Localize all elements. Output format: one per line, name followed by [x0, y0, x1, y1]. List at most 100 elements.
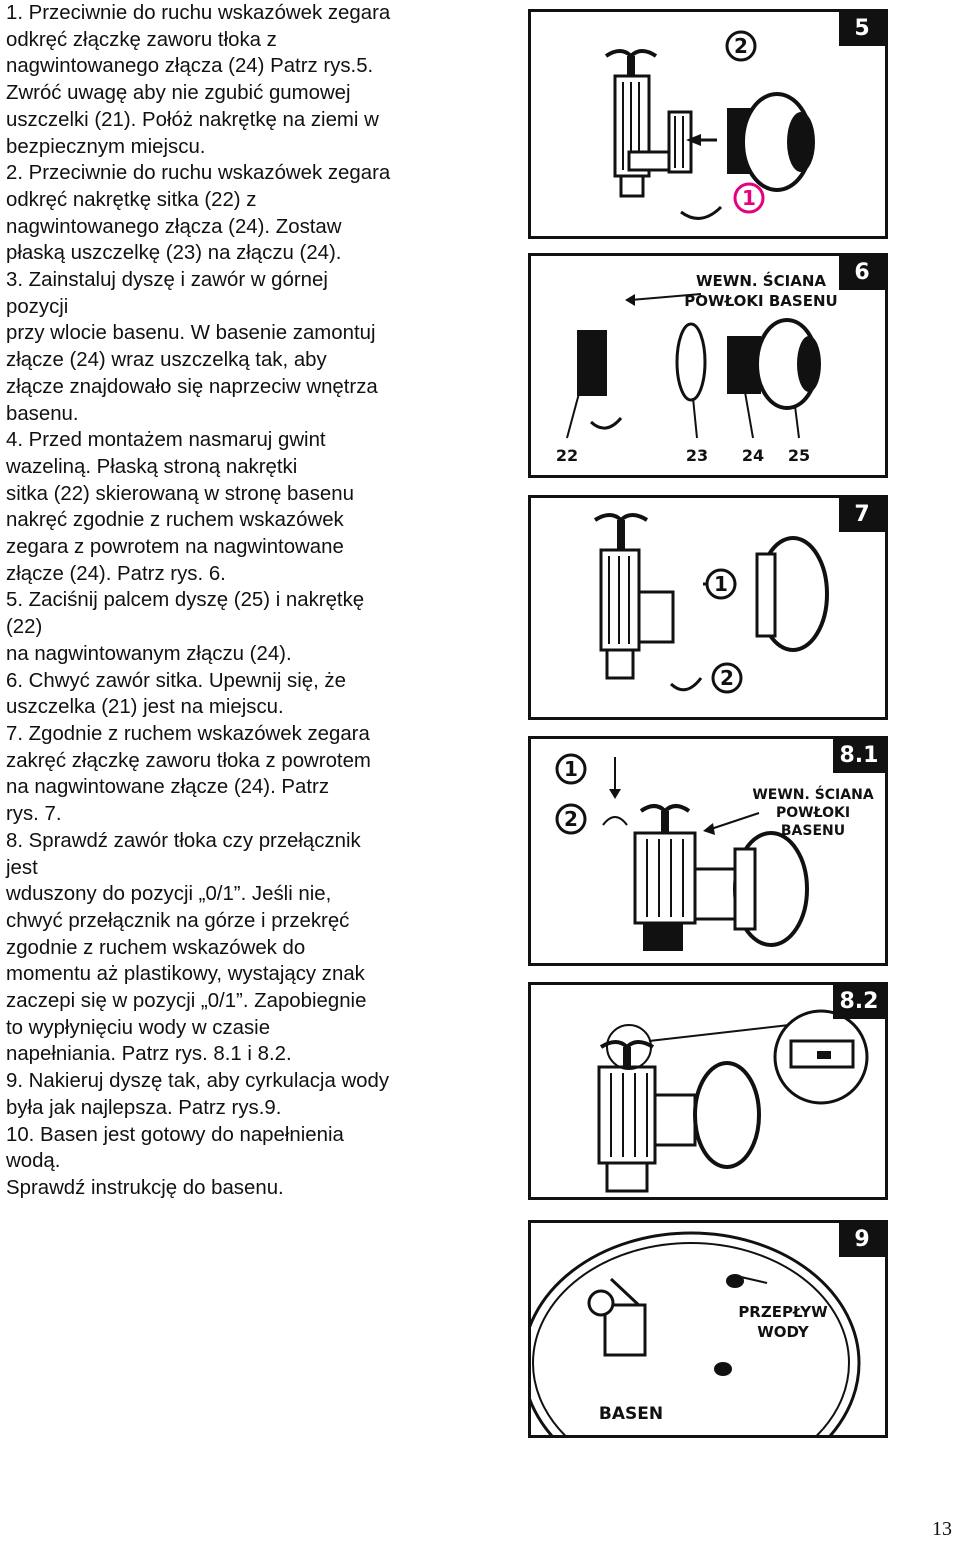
valve-handle-icon — [587, 1289, 615, 1317]
instruction-line: 10. Basen jest gotowy do napełnienia — [6, 1123, 344, 1146]
instruction-line: rys. 7. — [6, 803, 62, 826]
step-2-icon — [725, 30, 757, 62]
step-2-icon — [711, 662, 743, 694]
figure-8-1-drawing: 1 2 WEWN. ŚCIANA POWŁOKI BASENU — [555, 753, 874, 951]
instruction-line: 7. Zgodnie z ruchem wskazówek zegara — [6, 722, 370, 745]
figure-5: 5 2 1 — [528, 9, 888, 239]
step-1-icon — [705, 568, 737, 600]
svg-text:24: 24 — [742, 446, 764, 465]
instruction-line: 9. Nakieruj dyszę tak, aby cyrkulacja wo… — [6, 1070, 390, 1093]
figure-6-badge: 6 — [839, 256, 885, 290]
instruction-line: odkręć złączkę zaworu tłoka z — [6, 28, 277, 51]
rotate-arrow-icon — [669, 677, 703, 692]
instruction-line: basenu. — [6, 402, 79, 425]
rotate-arrow-icon — [589, 417, 623, 430]
instruction-line: 1. Przeciwnie do ruchu wskazówek zegara — [6, 2, 391, 24]
instruction-line: uszczelki (21). Połóż nakrętkę na ziemi … — [6, 108, 379, 131]
instruction-line: Sprawdź instrukcję do basenu. — [6, 1176, 284, 1199]
step-1-icon — [733, 182, 765, 214]
svg-text:POWŁOKI BASENU: POWŁOKI BASENU — [684, 292, 837, 310]
instruction-line: zegara z powrotem na nagwintowane — [6, 536, 344, 559]
nozzle-icon — [726, 1274, 744, 1288]
svg-text:25: 25 — [788, 446, 810, 465]
instruction-line: 8. Sprawdź zawór tłoka czy przełącznik — [6, 829, 361, 852]
instruction-line: bezpiecznym miejscu. — [6, 135, 206, 158]
instruction-line: 3. Zainstaluj dyszę i zawór w górnej — [6, 269, 328, 292]
instruction-line: złącze (24). Patrz rys. 6. — [6, 562, 226, 585]
instruction-line: wazeliną. Płaską stroną nakrętki — [6, 455, 298, 478]
instruction-line: (22) — [6, 616, 43, 639]
svg-text:WEWN. ŚCIANA: WEWN. ŚCIANA — [696, 271, 826, 290]
rotate-arrow-icon — [680, 205, 723, 220]
svg-text:PRZEPŁYW: PRZEPŁYW — [738, 1303, 828, 1321]
svg-text:2: 2 — [564, 807, 578, 831]
instruction-line: wduszony do pozycji „0/1”. Jeśli nie, — [6, 883, 332, 906]
step-1-icon — [555, 753, 587, 785]
page-number: 13 — [932, 1518, 952, 1540]
svg-text:WODY: WODY — [757, 1323, 810, 1341]
instruction-line: nagwintowanego złącza (24) Patrz rys.5. — [6, 55, 374, 78]
figure-8-2-drawing — [597, 1009, 869, 1193]
valve-body-icon — [603, 1303, 647, 1357]
figure-9-badge: 9 — [839, 1223, 885, 1257]
figure-9: 9 PRZEPŁYW WODY BASEN — [528, 1220, 888, 1438]
pool-wall-icon — [531, 1231, 861, 1435]
instruction-line: na nagwintowanym złączu (24). — [6, 642, 292, 665]
instruction-line: odkręć nakrętkę sitka (22) z — [6, 188, 257, 211]
instruction-line: wodą. — [6, 1150, 61, 1173]
svg-text:POWŁOKI: POWŁOKI — [776, 805, 850, 821]
instruction-line: 2. Przeciwnie do ruchu wskazówek zegara — [6, 162, 391, 185]
fitting-icon — [637, 590, 675, 644]
valve-stem-icon — [627, 56, 635, 76]
instruction-line: momentu aż plastikowy, wystający znak — [6, 963, 365, 986]
fitting-icon — [693, 867, 737, 921]
figure-8-1-badge: 8.1 — [833, 739, 885, 773]
instruction-line: to wypłynięciu wody w czasie — [6, 1016, 271, 1039]
instruction-line: nakręć zgodnie z ruchem wskazówek — [6, 509, 344, 532]
instruction-line: płaską uszczelkę (23) na złączu (24). — [6, 242, 342, 265]
valve-handle-icon — [593, 513, 649, 523]
figure-7-drawing: 1 2 — [593, 513, 829, 694]
figure-8-1: 8.1 1 2 WEWN. ŚCIANA POWŁOKI BASENU — [528, 736, 888, 966]
instruction-line: złącze znajdowało się naprzeciw wnętrza — [6, 375, 378, 398]
valve-handle-icon — [604, 49, 658, 59]
svg-text:22: 22 — [556, 446, 578, 465]
svg-text:2: 2 — [734, 34, 748, 58]
instruction-line: 4. Przed montażem nasmaruj gwint — [6, 429, 326, 452]
figure-8-2-badge: 8.2 — [833, 985, 885, 1019]
svg-text:23: 23 — [686, 446, 708, 465]
strainer-nut-icon — [577, 330, 607, 396]
svg-text:2: 2 — [720, 666, 734, 690]
instruction-line: pozycji — [6, 295, 69, 318]
instruction-line: jest — [6, 856, 38, 879]
instruction-line: zaczepi się w pozycji „0/1”. Zapobiegnie — [6, 990, 367, 1013]
instruction-line: Zwróć uwagę aby nie zgubić gumowej — [6, 82, 351, 105]
instruction-line: zakręć złączkę zaworu tłoka z powrotem — [6, 749, 371, 772]
svg-text:1: 1 — [564, 757, 578, 781]
instruction-line: złącze (24) wraz uszczelką tak, aby — [6, 349, 327, 372]
instruction-line: sitka (22) skierowaną w stronę basenu — [6, 482, 354, 505]
figure-5-drawing: 2 1 — [604, 30, 815, 220]
figure-7-badge: 7 — [839, 498, 885, 532]
instruction-line: 6. Chwyć zawór sitka. Upewnij się, że — [6, 669, 346, 692]
fitting-icon — [653, 1093, 697, 1147]
fitting-icon — [667, 110, 693, 174]
valve-body-icon — [633, 831, 697, 925]
svg-text:BASEN: BASEN — [599, 1404, 663, 1424]
instruction-line: uszczelka (21) jest na miejscu. — [6, 696, 284, 719]
instruction-line: zgodnie z ruchem wskazówek do — [6, 936, 306, 959]
instructions-text: 1. Przeciwnie do ruchu wskazówek zegara o… — [6, 0, 446, 1202]
svg-text:WEWN. ŚCIANA: WEWN. ŚCIANA — [752, 785, 873, 803]
svg-text:1: 1 — [742, 186, 756, 210]
figure-5-badge: 5 — [839, 12, 885, 46]
figure-9-drawing: PRZEPŁYW WODY BASEN — [531, 1231, 861, 1435]
instruction-line: przy wlocie basenu. W basenie zamontuj — [6, 322, 376, 345]
instruction-line: 5. Zaciśnij palcem dyszę (25) i nakrętkę — [6, 589, 365, 612]
valve-handle-icon — [599, 1040, 655, 1050]
figure-6: 6 WEWN. ŚCIANA POWŁOKI BASENU 22 23 24 2… — [528, 253, 888, 478]
instruction-line: nagwintowanego złącza (24). Zostaw — [6, 215, 342, 238]
flat-washer-icon — [675, 322, 707, 402]
nozzle-icon — [693, 1061, 761, 1169]
valve-handle-icon — [639, 804, 691, 814]
rotate-arrow-icon — [602, 816, 628, 826]
